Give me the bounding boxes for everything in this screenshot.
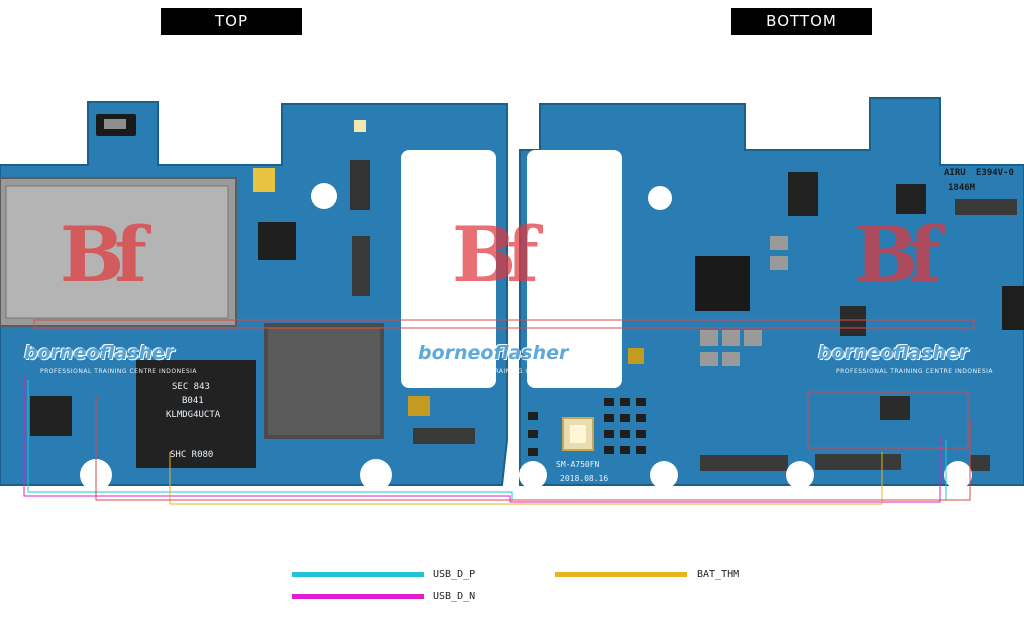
ic-top-small — [258, 222, 296, 260]
chip-marking: KLMDG4UCTA — [166, 410, 221, 420]
mount-hole — [311, 183, 337, 209]
watermark-brand: borneoflasher — [418, 342, 569, 364]
board-marking: AIRU — [944, 168, 966, 178]
top-board — [0, 101, 508, 491]
connector-bottom-1 — [700, 455, 788, 471]
legend-label-usb-d-p: USB_D_P — [433, 569, 476, 580]
gold-pad-2 — [253, 168, 275, 192]
brand-logo: Bf — [854, 210, 941, 299]
date-marking: 2018.08.16 — [560, 474, 609, 483]
watermark-brand: borneoflasher — [24, 342, 175, 364]
connector-bottom-2 — [815, 454, 901, 470]
top-label: TOP — [161, 8, 302, 35]
watermark-tagline: PROFESSIONAL TRAINING CENTRE INDONESIA — [40, 368, 198, 375]
legend-label-usb-d-n: USB_D_N — [433, 591, 476, 602]
bottom-label: BOTTOM — [731, 8, 872, 35]
ic-bottom-main — [695, 256, 750, 311]
legend-swatch-bat-thm — [555, 572, 687, 577]
chip-marking: SEC 843 — [172, 382, 210, 392]
signal-traces — [23, 319, 975, 505]
model-marking: SM-A750FN — [556, 460, 600, 469]
legend-label-bat-thm: BAT_THM — [697, 569, 740, 580]
pmic-top — [30, 396, 72, 436]
brand-logo: Bf — [60, 210, 147, 299]
watermark-brand: borneoflasher — [818, 342, 969, 364]
legend-swatch-usb-d-p — [292, 572, 424, 577]
chip-marking: SHC R080 — [170, 450, 214, 460]
emmc-chip — [136, 360, 256, 468]
brand-logo: Bf — [452, 210, 539, 299]
watermark-tagline: PROFESSIONAL TRAINING CENTRE INDONESIA — [436, 368, 594, 375]
board-marking: E394V-0 — [976, 168, 1014, 178]
chip-marking: B041 — [182, 396, 204, 406]
connector-top-1 — [350, 160, 370, 210]
bottom-board — [519, 97, 1024, 489]
gold-pad — [408, 396, 430, 416]
connector-top-2 — [352, 236, 370, 296]
legend-swatch-usb-d-n — [292, 594, 424, 599]
board-marking: 1846M — [948, 183, 976, 193]
connector-top-3 — [413, 428, 475, 444]
watermark-tagline: PROFESSIONAL TRAINING CENTRE INDONESIA — [836, 368, 994, 375]
